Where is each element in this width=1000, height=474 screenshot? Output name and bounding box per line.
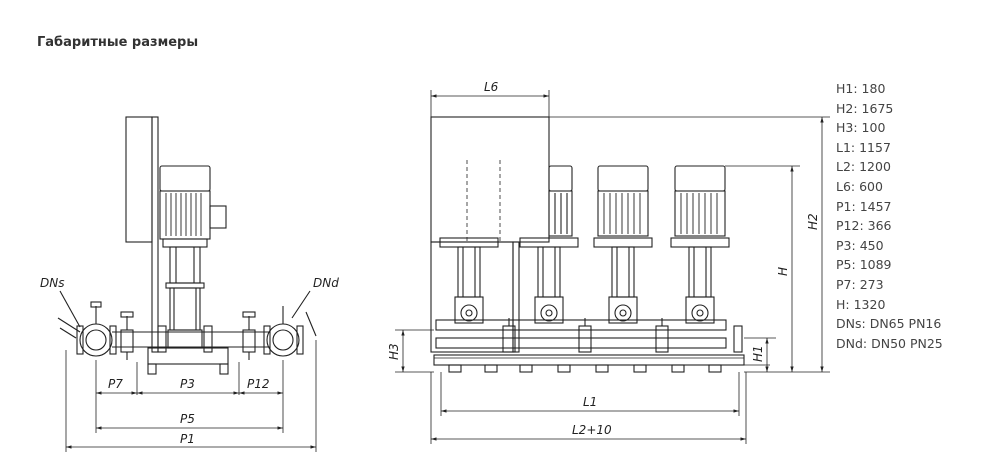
suction-flange (79, 323, 113, 357)
pump-2 (519, 237, 579, 324)
spec-item: L1: 1157 (836, 139, 891, 155)
side-view-dimensions (65, 340, 317, 452)
label-p7: P7 (108, 377, 123, 391)
label-p3: P3 (180, 377, 195, 391)
spec-item: H1: 180 (836, 81, 886, 96)
label-p5: P5 (180, 412, 195, 426)
section-title: Габаритные размеры (37, 35, 199, 50)
dimension-specs-list: H1: 180 H2: 1675 H3: 100 L1: 1157 L2: 12… (836, 79, 943, 353)
label-dns: DNs (40, 276, 64, 290)
base-frame (147, 347, 229, 365)
label-h: H (776, 267, 790, 276)
label-l2: L2+10 (572, 423, 612, 437)
front-view-dimensions (395, 90, 830, 444)
label-p1: P1 (180, 432, 195, 446)
spec-item: H3: 100 (836, 120, 886, 136)
spec-item: P12: 366 (836, 218, 892, 234)
front-view (430, 116, 745, 373)
label-h2: H2 (806, 213, 820, 230)
label-h3: H3 (387, 343, 401, 360)
control-cabinet-front (430, 116, 550, 243)
motor (159, 165, 211, 192)
spec-item: P3: 450 (836, 237, 884, 253)
label-h1: H1 (751, 345, 765, 362)
spec-item: DNd: DN50 PN25 (836, 335, 943, 351)
discharge-flange (266, 323, 300, 357)
pump-4 (670, 165, 730, 324)
spec-item: P7: 273 (836, 276, 884, 292)
label-p12: P12 (247, 377, 270, 391)
pump-1 (439, 237, 499, 324)
side-view (57, 116, 317, 375)
label-dnd: DNd (313, 276, 339, 290)
spec-item: L2: 1200 (836, 159, 891, 175)
label-l1: L1 (583, 395, 597, 409)
base-frame-front (433, 354, 745, 366)
spec-item: P5: 1089 (836, 257, 892, 273)
spec-item: L6: 600 (836, 178, 883, 194)
label-l6: L6 (484, 80, 499, 94)
spec-item: H: 1320 (836, 296, 886, 312)
pump-3 (593, 165, 653, 324)
spec-item: DNs: DN65 PN16 (836, 316, 942, 332)
spec-item: P1: 1457 (836, 198, 892, 214)
spec-item: H2: 1675 (836, 100, 894, 116)
control-cabinet (125, 116, 153, 243)
